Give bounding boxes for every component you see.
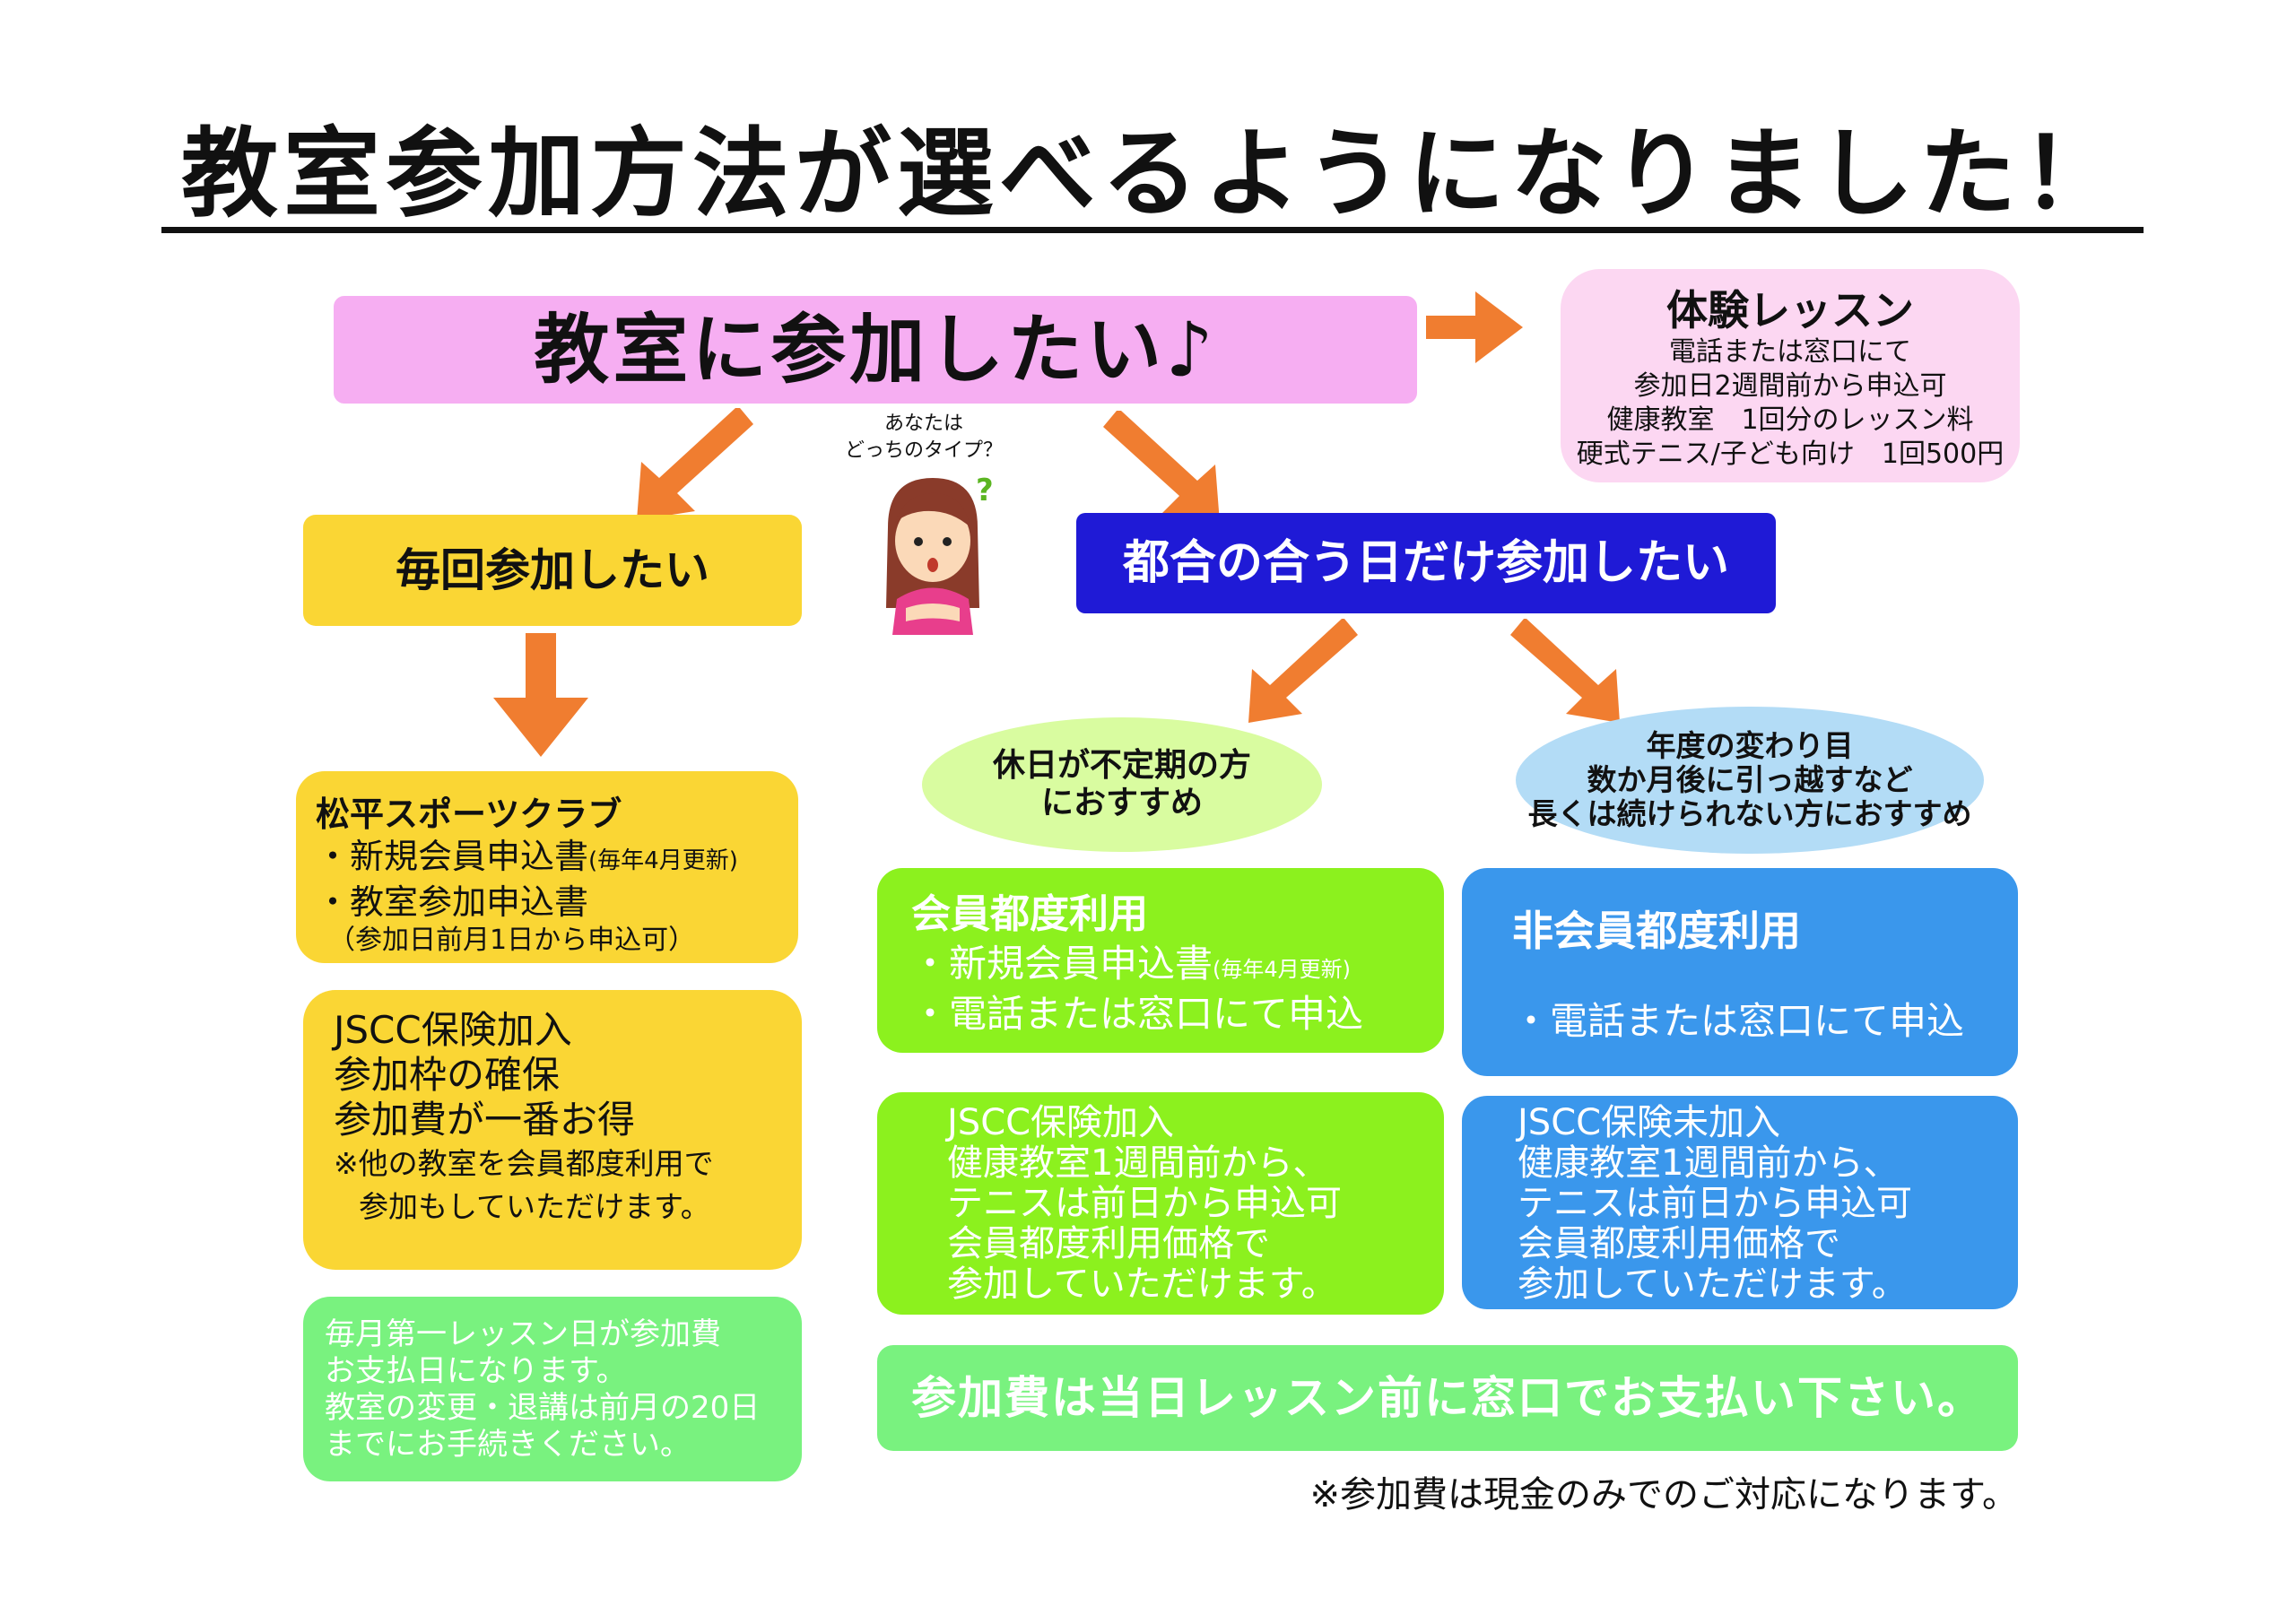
club-line: ・教室参加申込書 bbox=[316, 882, 589, 922]
benefit-note: 参加もしていただけます。 bbox=[359, 1189, 710, 1224]
benefit-line: JSCC保険加入 bbox=[334, 1008, 572, 1052]
short-term-oval: 年度の変わり目 数か月後に引っ越すなど 長くは続けられない方におすすめ bbox=[1516, 707, 1984, 854]
trial-line: 硬式テニス/子ども向け 1回500円 bbox=[1576, 439, 2005, 470]
club-note: （参加日前月1日から申込可） bbox=[328, 925, 696, 956]
club-application-box: 松平スポーツクラブ ・新規会員申込書(毎年4月更新) ・教室参加申込書 （参加日… bbox=[296, 771, 798, 963]
club-line: ・新規会員申込書(毎年4月更新) bbox=[316, 837, 738, 876]
nonmember-each-title: 非会員都度利用 bbox=[1512, 907, 1801, 955]
arrow-right-icon bbox=[1426, 291, 1523, 363]
trial-title: 体験レッスン bbox=[1666, 286, 1914, 334]
trial-line: 参加日2週間前から申込可 bbox=[1633, 370, 1947, 402]
nonmember-info-box: JSCC保険未加入 健康教室1週間前から、 テニスは前日から申込可 会員都度利用… bbox=[1462, 1096, 2018, 1309]
page-title: 教室参加方法が選べるようになりました！ bbox=[180, 118, 2124, 230]
payment-banner: 参加費は当日レッスン前に窓口でお支払い下さい。 bbox=[877, 1345, 2018, 1451]
benefit-line: 参加費が一番お得 bbox=[334, 1098, 636, 1142]
member-each-box: 会員都度利用 ・新規会員申込書(毎年4月更新) ・電話または窓口にて申込 bbox=[877, 868, 1444, 1053]
arrow-down-left-icon bbox=[1248, 619, 1358, 723]
member-info-box: JSCC保険加入 健康教室1週間前から、 テニスは前日から申込可 会員都度利用価… bbox=[877, 1092, 1444, 1315]
nonmember-each-box: 非会員都度利用 ・電話または窓口にて申込 bbox=[1462, 868, 2018, 1076]
club-title: 松平スポーツクラブ bbox=[316, 795, 622, 834]
arrow-down-right-icon bbox=[1103, 411, 1220, 523]
thinking-woman-illustration: ? bbox=[886, 473, 994, 635]
monthly-payment-box: 毎月第一レッスン日が参加費 お支払日になります。 教室の変更・退講は前月の20日… bbox=[303, 1297, 802, 1481]
irregular-holiday-oval: 休日が不定期の方 におすすめ bbox=[922, 717, 1322, 852]
trial-lesson-box: 体験レッスン 電話または窓口にて 参加日2週間前から申込可 健康教室 1回分のレ… bbox=[1561, 269, 2020, 482]
convenient-day-heading: 都合の合う日だけ参加したい bbox=[1076, 513, 1776, 613]
benefit-line: 参加枠の確保 bbox=[334, 1053, 561, 1097]
arrow-down-right-icon bbox=[1510, 619, 1620, 723]
arrow-down-icon bbox=[493, 633, 588, 757]
trial-line: 健康教室 1回分のレッスン料 bbox=[1606, 404, 1974, 436]
every-time-heading: 毎回参加したい bbox=[303, 515, 802, 626]
question-text: あなたは どっちのタイプ？ bbox=[844, 413, 1003, 462]
title-underline bbox=[161, 227, 2144, 233]
benefit-note: ※他の教室を会員都度利用で bbox=[334, 1146, 714, 1181]
svg-text:?: ? bbox=[976, 473, 994, 508]
member-each-title: 会員都度利用 bbox=[911, 891, 1148, 937]
trial-line: 電話または窓口にて bbox=[1669, 336, 1911, 368]
arrow-down-left-icon bbox=[637, 408, 753, 520]
benefits-box: JSCC保険加入 参加枠の確保 参加費が一番お得 ※他の教室を会員都度利用で 参… bbox=[303, 990, 802, 1270]
cash-only-note: ※参加費は現金のみでのご対応になります。 bbox=[1309, 1474, 2018, 1515]
join-class-banner: 教室に参加したい♪ bbox=[334, 296, 1417, 404]
